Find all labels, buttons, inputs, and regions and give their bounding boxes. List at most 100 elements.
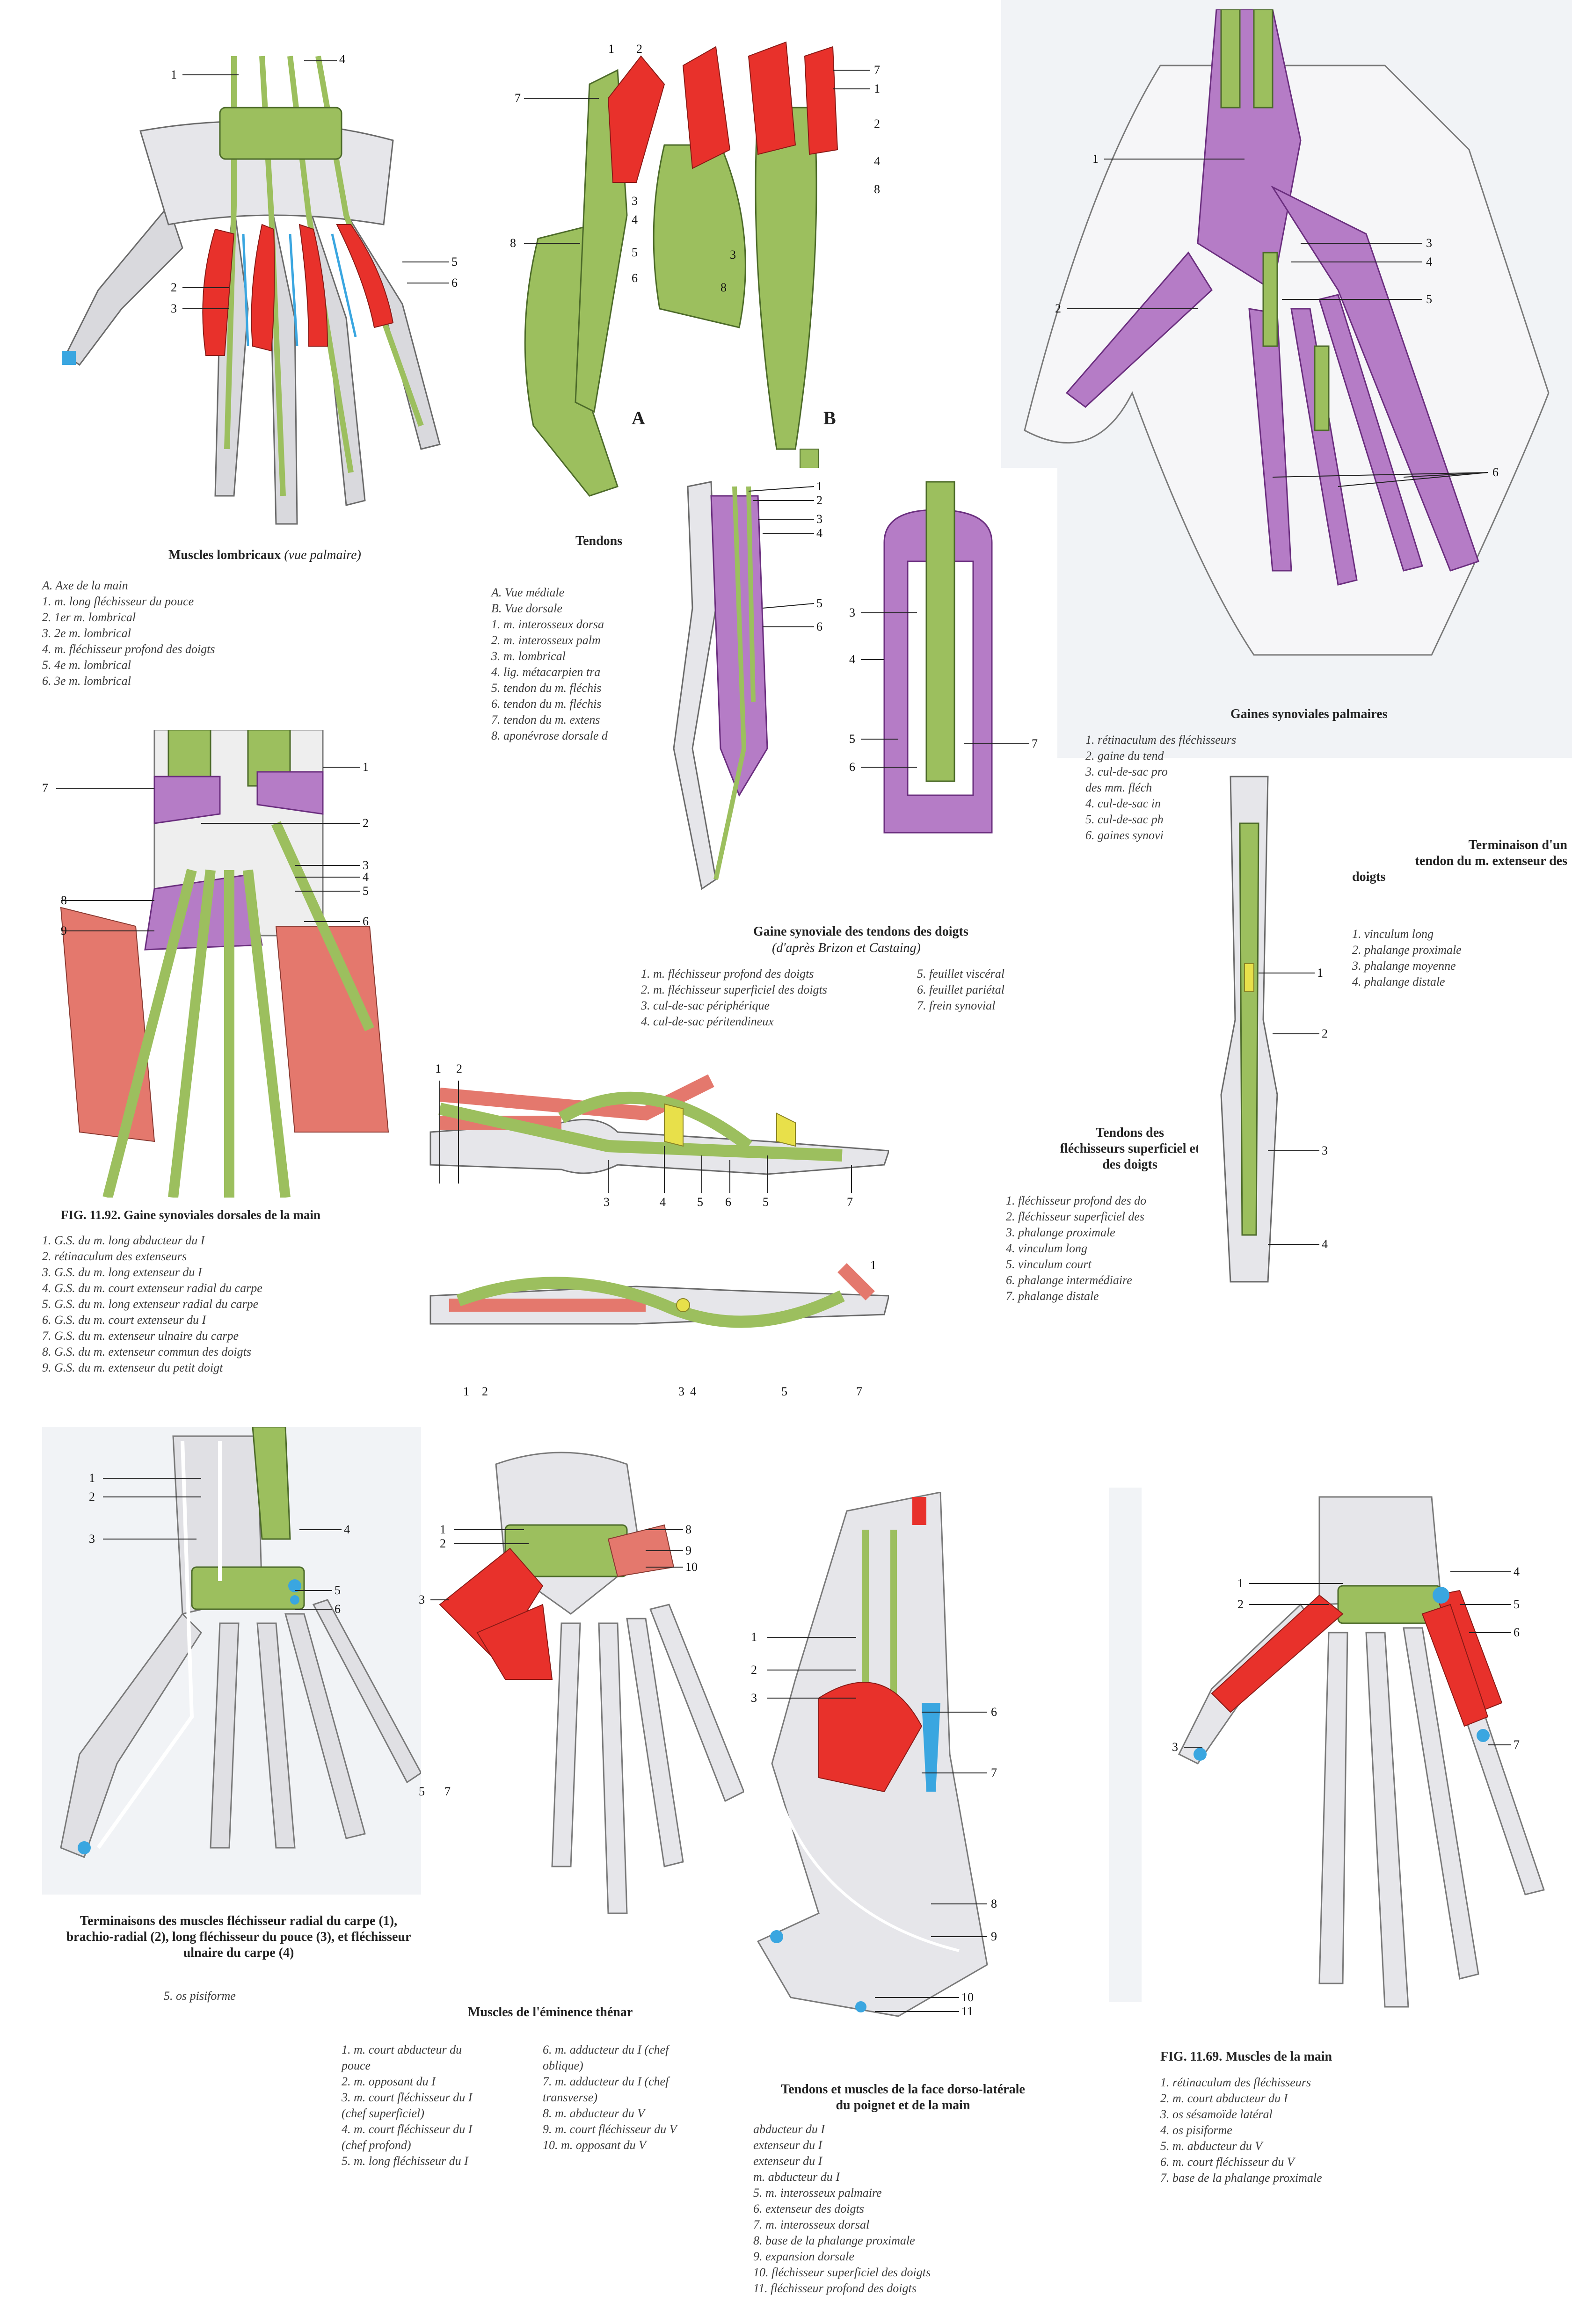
label-1b: 1 bbox=[874, 82, 880, 95]
label-1: 1 bbox=[89, 1471, 95, 1485]
label-1: 1 bbox=[751, 1630, 757, 1644]
panel-palmar-sheaths: 1 3 4 5 2 6 Gaines synoviales palmaires … bbox=[1011, 9, 1563, 842]
label-3: 3 bbox=[632, 194, 638, 208]
legend-item: 6. phalange intermédiaire bbox=[1006, 1273, 1132, 1287]
label-5b: 5 bbox=[849, 732, 855, 746]
label-4b: 4 bbox=[874, 154, 880, 168]
label-1: 1 bbox=[816, 479, 822, 493]
label-2: 2 bbox=[1322, 1027, 1328, 1040]
legend-item: 6. m. court fléchisseur du V bbox=[1160, 2155, 1295, 2169]
lumbricals-caption: Muscles lombricaux (vue palmaire) bbox=[168, 547, 361, 563]
legend-item: 8. m. abducteur du V bbox=[543, 2106, 645, 2120]
label-2: 2 bbox=[636, 42, 642, 56]
label-1: 1 bbox=[1092, 152, 1099, 166]
legend-item: 1. rétinaculum des fléchisseurs bbox=[1085, 733, 1237, 747]
label-bottom-1: 1 bbox=[870, 1258, 876, 1272]
label-bottom-4: 4 bbox=[690, 1385, 696, 1398]
label-top-6: 6 bbox=[725, 1195, 731, 1209]
legend-item: 5. tendon du m. fléchis bbox=[491, 681, 602, 695]
legend-item: 7. frein synovial bbox=[917, 999, 996, 1012]
panel-digital-sheath: 1 2 3 4 5 6 3 4 5 6 7 Gaine synoviale de… bbox=[636, 468, 1057, 1053]
label-6b: 6 bbox=[849, 760, 855, 774]
legend-item: 3. phalange proximale bbox=[1006, 1226, 1115, 1239]
caption-subtitle: (vue palmaire) bbox=[284, 548, 361, 562]
legend-item: 1. m. long fléchisseur du pouce bbox=[42, 595, 194, 608]
palmar-sheaths-illustration bbox=[1024, 9, 1550, 656]
legend-item: A. Axe de la main bbox=[42, 579, 128, 592]
legend-item: 5. G.S. du m. long extenseur radial du c… bbox=[42, 1297, 259, 1311]
label-1: 1 bbox=[440, 1523, 446, 1536]
legend-item: 4. cul-de-sac in bbox=[1085, 797, 1161, 810]
legend-item: 4. lig. métacarpien tra bbox=[491, 665, 601, 679]
legend-item: 2. m. fléchisseur superficiel des doigts bbox=[641, 983, 827, 996]
label-7: 7 bbox=[42, 781, 48, 795]
caption-line-3: des doigts bbox=[1102, 1157, 1157, 1172]
label-top-4: 4 bbox=[660, 1195, 666, 1209]
label-4: 4 bbox=[1514, 1565, 1520, 1578]
label-3: 3 bbox=[171, 302, 177, 315]
caption-line-3: doigts bbox=[1352, 870, 1386, 884]
label-4: 4 bbox=[344, 1523, 350, 1536]
label-2: 2 bbox=[1237, 1598, 1244, 1611]
label-top-1: 1 bbox=[435, 1062, 441, 1075]
label-8b: 8 bbox=[874, 182, 880, 196]
legend-item: 7. G.S. du m. extenseur ulnaire du carpe bbox=[42, 1329, 239, 1343]
panel-lumbricals: 1 4 2 3 5 6 Muscles lombricaux (vue palm… bbox=[28, 28, 477, 711]
legend-item: B. Vue dorsale bbox=[491, 602, 562, 615]
dorsolateral-illustration bbox=[757, 1492, 988, 2017]
view-a-letter: A bbox=[632, 407, 645, 428]
legend-item: 4. m. fléchisseur profond des doigts bbox=[42, 642, 215, 656]
label-4: 4 bbox=[339, 52, 345, 66]
legend-item: 2. m. interosseux palm bbox=[491, 633, 601, 647]
label-3: 3 bbox=[816, 512, 822, 526]
legend-item: 3. G.S. du m. long extenseur du I bbox=[42, 1265, 202, 1279]
legend-item: 1. G.S. du m. long abducteur du I bbox=[42, 1234, 205, 1247]
panel-thenar: 1 2 8 9 10 3 5 7 Muscles de l'éminence t… bbox=[342, 1445, 772, 2194]
panel-flexor-terminations: 1 2 3 4 5 6 Terminaisons des muscles flé… bbox=[42, 1427, 426, 2035]
dorsal-sheaths-caption: FIG. 11.92. Gaine synoviales dorsales de… bbox=[61, 1208, 321, 1222]
label-3: 3 bbox=[419, 1593, 425, 1606]
label-4: 4 bbox=[816, 526, 822, 540]
panel-flexor-vincula: 1 2 3 4 5 6 5 7 1 1 2 3 4 5 7 bbox=[421, 1053, 997, 1408]
thenar-illustration bbox=[430, 1452, 745, 1914]
label-5: 5 bbox=[335, 1583, 341, 1597]
legend-item: 6. feuillet pariétal bbox=[917, 983, 1005, 996]
label-bottom-2: 2 bbox=[482, 1385, 488, 1398]
label-10: 10 bbox=[961, 1990, 974, 2004]
legend-item: 1. vinculum long bbox=[1352, 927, 1434, 941]
legend-item: 3. phalange moyenne bbox=[1352, 959, 1456, 973]
label-5: 5 bbox=[632, 246, 638, 259]
tendons-ab-illustration bbox=[524, 41, 870, 497]
legend-item: 8. base de la phalange proximale bbox=[753, 2234, 915, 2247]
legend-item: 10. m. opposant du V bbox=[543, 2138, 646, 2152]
legend-item: 6. 3e m. lombrical bbox=[42, 674, 131, 688]
legend-item: 9. expansion dorsale bbox=[753, 2250, 854, 2263]
legend-item: 4. G.S. du m. court extenseur radial du … bbox=[42, 1281, 262, 1295]
label-1: 1 bbox=[171, 68, 177, 81]
label-3: 3 bbox=[751, 1691, 757, 1705]
extensor-termination-caption: Terminaison d'un tendon du m. extenseur … bbox=[1352, 837, 1567, 885]
label-6: 6 bbox=[632, 271, 638, 285]
label-6: 6 bbox=[1492, 465, 1499, 479]
legend-item: 5. m. interosseux palmaire bbox=[753, 2186, 882, 2200]
dorsolateral-caption: Tendons et muscles de la face dorso-laté… bbox=[744, 2082, 1062, 2113]
legend-item: 1. fléchisseur profond des do bbox=[1006, 1194, 1147, 1207]
label-2: 2 bbox=[1055, 302, 1061, 315]
label-5: 5 bbox=[1426, 292, 1432, 306]
legend-item: 5. m. abducteur du V bbox=[1160, 2139, 1263, 2153]
label-8: 8 bbox=[685, 1523, 691, 1536]
legend-item: 4. os pisiforme bbox=[1160, 2123, 1232, 2137]
legend-item: 8. G.S. du m. extenseur commun des doigt… bbox=[42, 1345, 251, 1358]
legend-item: 2. m. opposant du I bbox=[342, 2075, 436, 2088]
label-3b: 3 bbox=[849, 606, 855, 619]
legend-item: 6. G.S. du m. court extenseur du I bbox=[42, 1313, 206, 1327]
label-4: 4 bbox=[1426, 255, 1432, 269]
label-2b: 2 bbox=[874, 117, 880, 131]
label-1: 1 bbox=[1317, 966, 1323, 980]
legend-item: 2. phalange proximale bbox=[1352, 943, 1462, 957]
label-top-5b: 5 bbox=[763, 1195, 769, 1209]
legend-item: 9. m. court fléchisseur du V bbox=[543, 2122, 677, 2136]
